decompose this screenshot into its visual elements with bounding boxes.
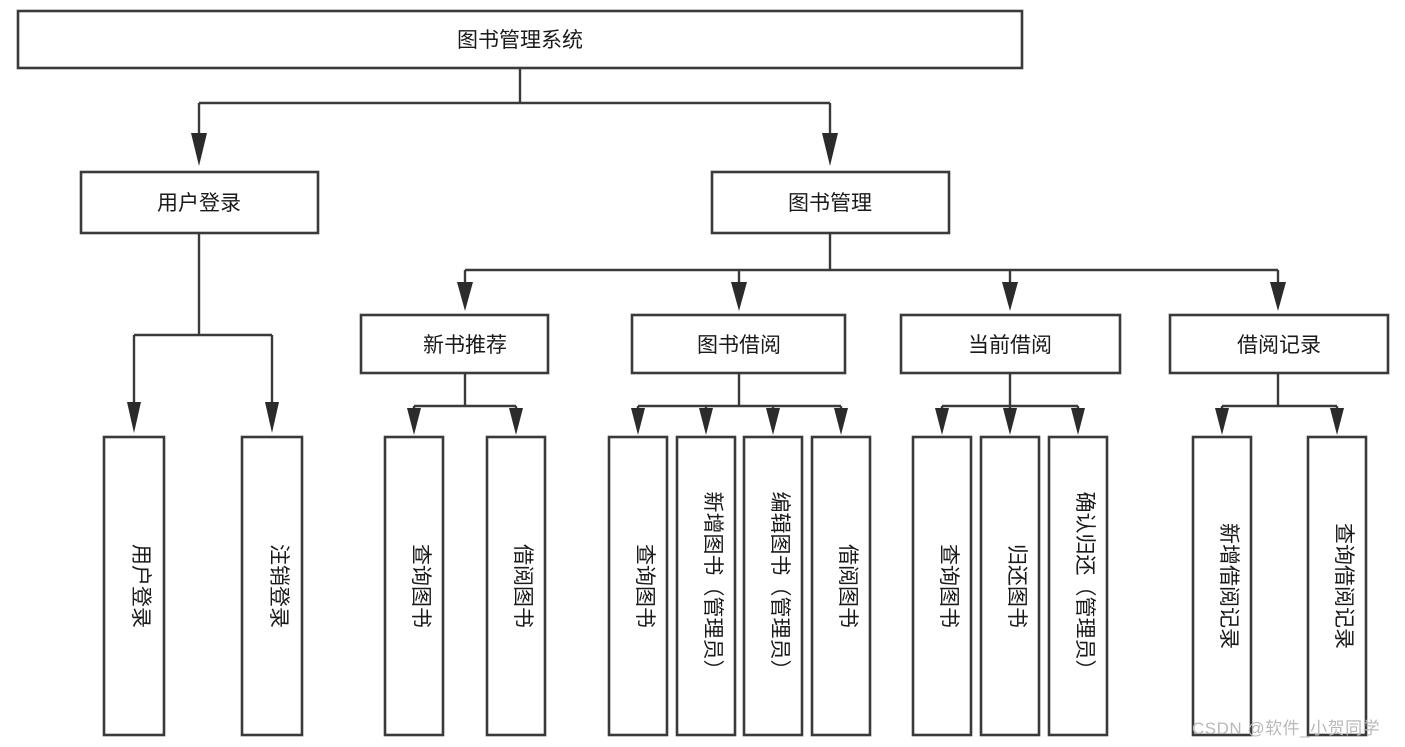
leaf-add-record[interactable]: 新增借阅记录: [1191, 435, 1253, 737]
arrow-leaf-confirm-return: [1071, 408, 1085, 435]
arrow-book-management: [822, 133, 838, 166]
leaf-add-record-box[interactable]: [1191, 435, 1253, 737]
arrow-leaf-query-record: [1330, 408, 1344, 435]
leaf-user-login-box[interactable]: [102, 435, 166, 737]
leaf-query-book-1-box[interactable]: [383, 435, 445, 737]
node-root-label: 图书管理系统: [457, 29, 583, 52]
leaf-borrow-book-1[interactable]: 借阅图书: [485, 435, 547, 737]
node-book-borrow[interactable]: 图书借阅: [630, 313, 847, 375]
arrow-leaf-user-login: [127, 402, 141, 433]
node-book-management[interactable]: 图书管理: [710, 170, 951, 235]
leaf-user-login[interactable]: 用户登录: [102, 435, 166, 737]
node-book-management-label: 图书管理: [788, 192, 872, 215]
leaf-edit-book-box[interactable]: [742, 435, 804, 737]
node-new-book-recommend-label: 新书推荐: [423, 334, 507, 357]
node-new-book-recommend-box[interactable]: [359, 313, 550, 375]
leaf-query-record-label: 查询借阅记录: [1332, 523, 1355, 649]
node-borrow-record-box[interactable]: [1168, 313, 1390, 375]
leaf-query-record-box[interactable]: [1306, 435, 1368, 737]
arrow-current-borrow: [1002, 282, 1018, 311]
node-user-login[interactable]: 用户登录: [79, 170, 320, 235]
leaf-query-book-3-label: 查询图书: [937, 544, 960, 628]
node-root-box[interactable]: [16, 9, 1024, 70]
leaf-borrow-book-2-box[interactable]: [810, 435, 872, 737]
leaf-return-book-label: 归还图书: [1005, 544, 1028, 628]
connector-layer: [127, 68, 1344, 435]
arrow-new-book-recommend: [457, 282, 473, 311]
arrow-user-login: [191, 133, 207, 166]
node-current-borrow-box[interactable]: [899, 313, 1122, 375]
arrow-leaf-query-book-1: [407, 408, 421, 435]
leaf-query-book-3[interactable]: 查询图书: [911, 435, 973, 737]
arrow-leaf-query-book-3: [935, 408, 949, 435]
arrow-leaf-borrow-book-1: [509, 408, 523, 435]
leaf-add-book-label: 新增图书（管理员）: [701, 492, 724, 681]
arrow-leaf-logout-login: [265, 402, 279, 433]
node-book-borrow-box[interactable]: [630, 313, 847, 375]
leaf-return-book-box[interactable]: [979, 435, 1041, 737]
leaf-borrow-book-1-label: 借阅图书: [511, 544, 534, 628]
leaf-borrow-book-2[interactable]: 借阅图书: [810, 435, 872, 737]
node-user-login-box[interactable]: [79, 170, 320, 235]
node-user-login-label: 用户登录: [157, 192, 241, 215]
node-new-book-recommend[interactable]: 新书推荐: [359, 313, 550, 375]
leaf-logout-login-label: 注销登录: [267, 544, 290, 628]
leaf-add-record-label: 新增借阅记录: [1217, 523, 1240, 649]
leaf-confirm-return[interactable]: 确认归还（管理员）: [1047, 435, 1109, 737]
arrow-leaf-add-book: [699, 408, 713, 435]
leaf-return-book[interactable]: 归还图书: [979, 435, 1041, 737]
leaf-query-book-2-label: 查询图书: [633, 544, 656, 628]
node-current-borrow-label: 当前借阅: [968, 334, 1052, 357]
node-book-borrow-label: 图书借阅: [697, 334, 781, 357]
leaf-edit-book[interactable]: 编辑图书（管理员）: [742, 435, 804, 737]
leaf-logout-login-box[interactable]: [240, 435, 304, 737]
leaf-logout-login[interactable]: 注销登录: [240, 435, 304, 737]
leaf-borrow-book-2-label: 借阅图书: [836, 544, 859, 628]
leaf-user-login-label: 用户登录: [129, 544, 152, 628]
node-book-management-box[interactable]: [710, 170, 951, 235]
node-root[interactable]: 图书管理系统: [16, 9, 1024, 70]
leaf-borrow-book-1-box[interactable]: [485, 435, 547, 737]
leaf-query-book-2-box[interactable]: [607, 435, 669, 737]
leaf-confirm-return-label: 确认归还（管理员）: [1073, 492, 1096, 681]
arrow-leaf-query-book-2: [631, 408, 645, 435]
leaf-edit-book-label: 编辑图书（管理员）: [768, 492, 791, 681]
leaf-confirm-return-box[interactable]: [1047, 435, 1109, 737]
leaf-query-book-1[interactable]: 查询图书: [383, 435, 445, 737]
leaf-add-book[interactable]: 新增图书（管理员）: [675, 435, 737, 737]
arrow-leaf-borrow-book-2: [834, 408, 848, 435]
arrow-leaf-edit-book: [766, 408, 780, 435]
arrow-leaf-return-book: [1003, 408, 1017, 435]
leaf-query-book-1-label: 查询图书: [409, 544, 432, 628]
leaf-add-book-box[interactable]: [675, 435, 737, 737]
arrow-leaf-add-record: [1215, 408, 1229, 435]
watermark-label: CSDN @软件_小贺同学: [1192, 719, 1381, 738]
leaf-query-book-2[interactable]: 查询图书: [607, 435, 669, 737]
arrow-book-borrow: [731, 282, 747, 311]
leaf-query-record[interactable]: 查询借阅记录: [1306, 435, 1368, 737]
arrow-borrow-record: [1270, 282, 1286, 311]
leaf-query-book-3-box[interactable]: [911, 435, 973, 737]
node-borrow-record-label: 借阅记录: [1237, 334, 1321, 357]
node-current-borrow[interactable]: 当前借阅: [899, 313, 1122, 375]
node-borrow-record[interactable]: 借阅记录: [1168, 313, 1390, 375]
